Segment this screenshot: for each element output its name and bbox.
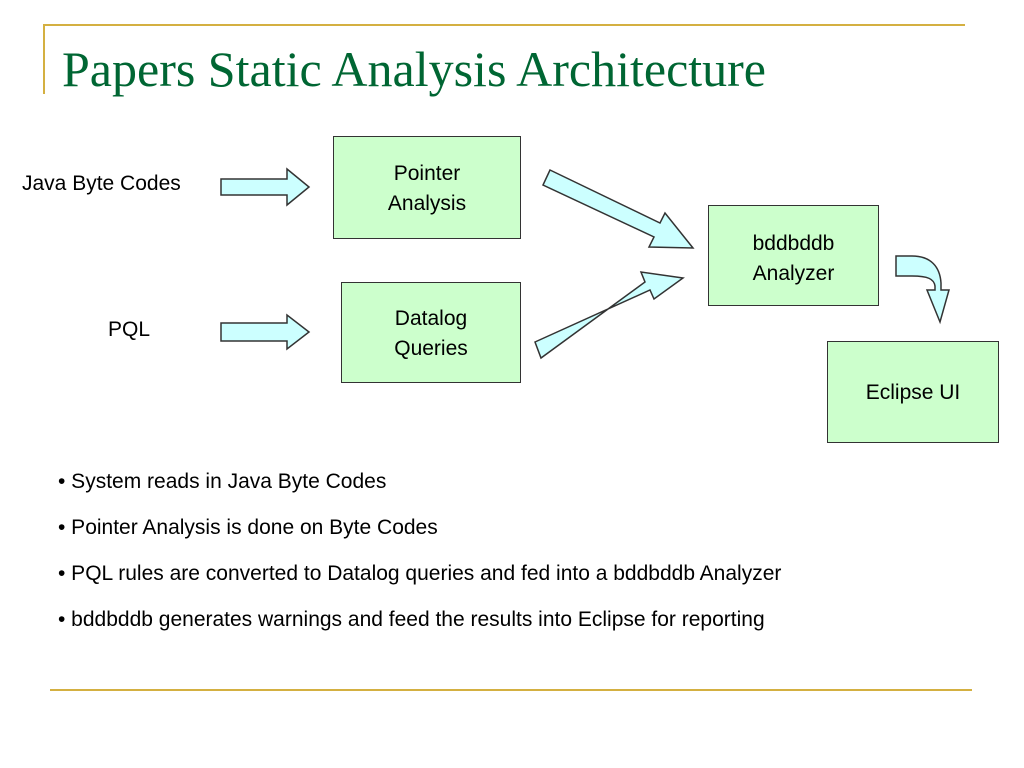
- arrow-pointer-to-bddbddb: [542, 168, 695, 249]
- bullet-item: • Pointer Analysis is done on Byte Codes: [58, 516, 438, 539]
- box-bddbddb-analyzer: bddbddb Analyzer: [708, 205, 879, 306]
- summary-bullet-list: • System reads in Java Byte Codes • Poin…: [58, 466, 781, 650]
- arrow-java-to-pointer: [220, 167, 311, 207]
- frame-bottom-rule: [50, 689, 972, 691]
- label-java-byte-codes: Java Byte Codes: [22, 172, 181, 195]
- frame-left-rule: [43, 24, 45, 94]
- bullet-item: • PQL rules are converted to Datalog que…: [58, 562, 782, 585]
- arrow-datalog-to-bddbddb: [534, 271, 685, 360]
- box-bddbddb-analyzer-label: bddbddb Analyzer: [752, 232, 835, 285]
- box-pointer-analysis: Pointer Analysis: [333, 136, 521, 239]
- arrow-pql-to-datalog: [220, 313, 311, 351]
- bullet-item: • bddbddb generates warnings and feed th…: [58, 608, 765, 631]
- box-pointer-analysis-label: Pointer Analysis: [387, 162, 467, 215]
- box-datalog-queries: Datalog Queries: [341, 282, 521, 383]
- box-datalog-queries-label: Datalog Queries: [394, 307, 468, 360]
- label-pql: PQL: [108, 318, 151, 341]
- arrow-bddbddb-to-eclipse: [895, 255, 950, 325]
- slide-title: Papers Static Analysis Architecture: [62, 41, 767, 97]
- bullet-item: • System reads in Java Byte Codes: [58, 470, 387, 493]
- box-eclipse-ui: Eclipse UI: [827, 341, 999, 443]
- box-eclipse-ui-label: Eclipse UI: [865, 381, 961, 404]
- frame-top-rule: [43, 24, 965, 26]
